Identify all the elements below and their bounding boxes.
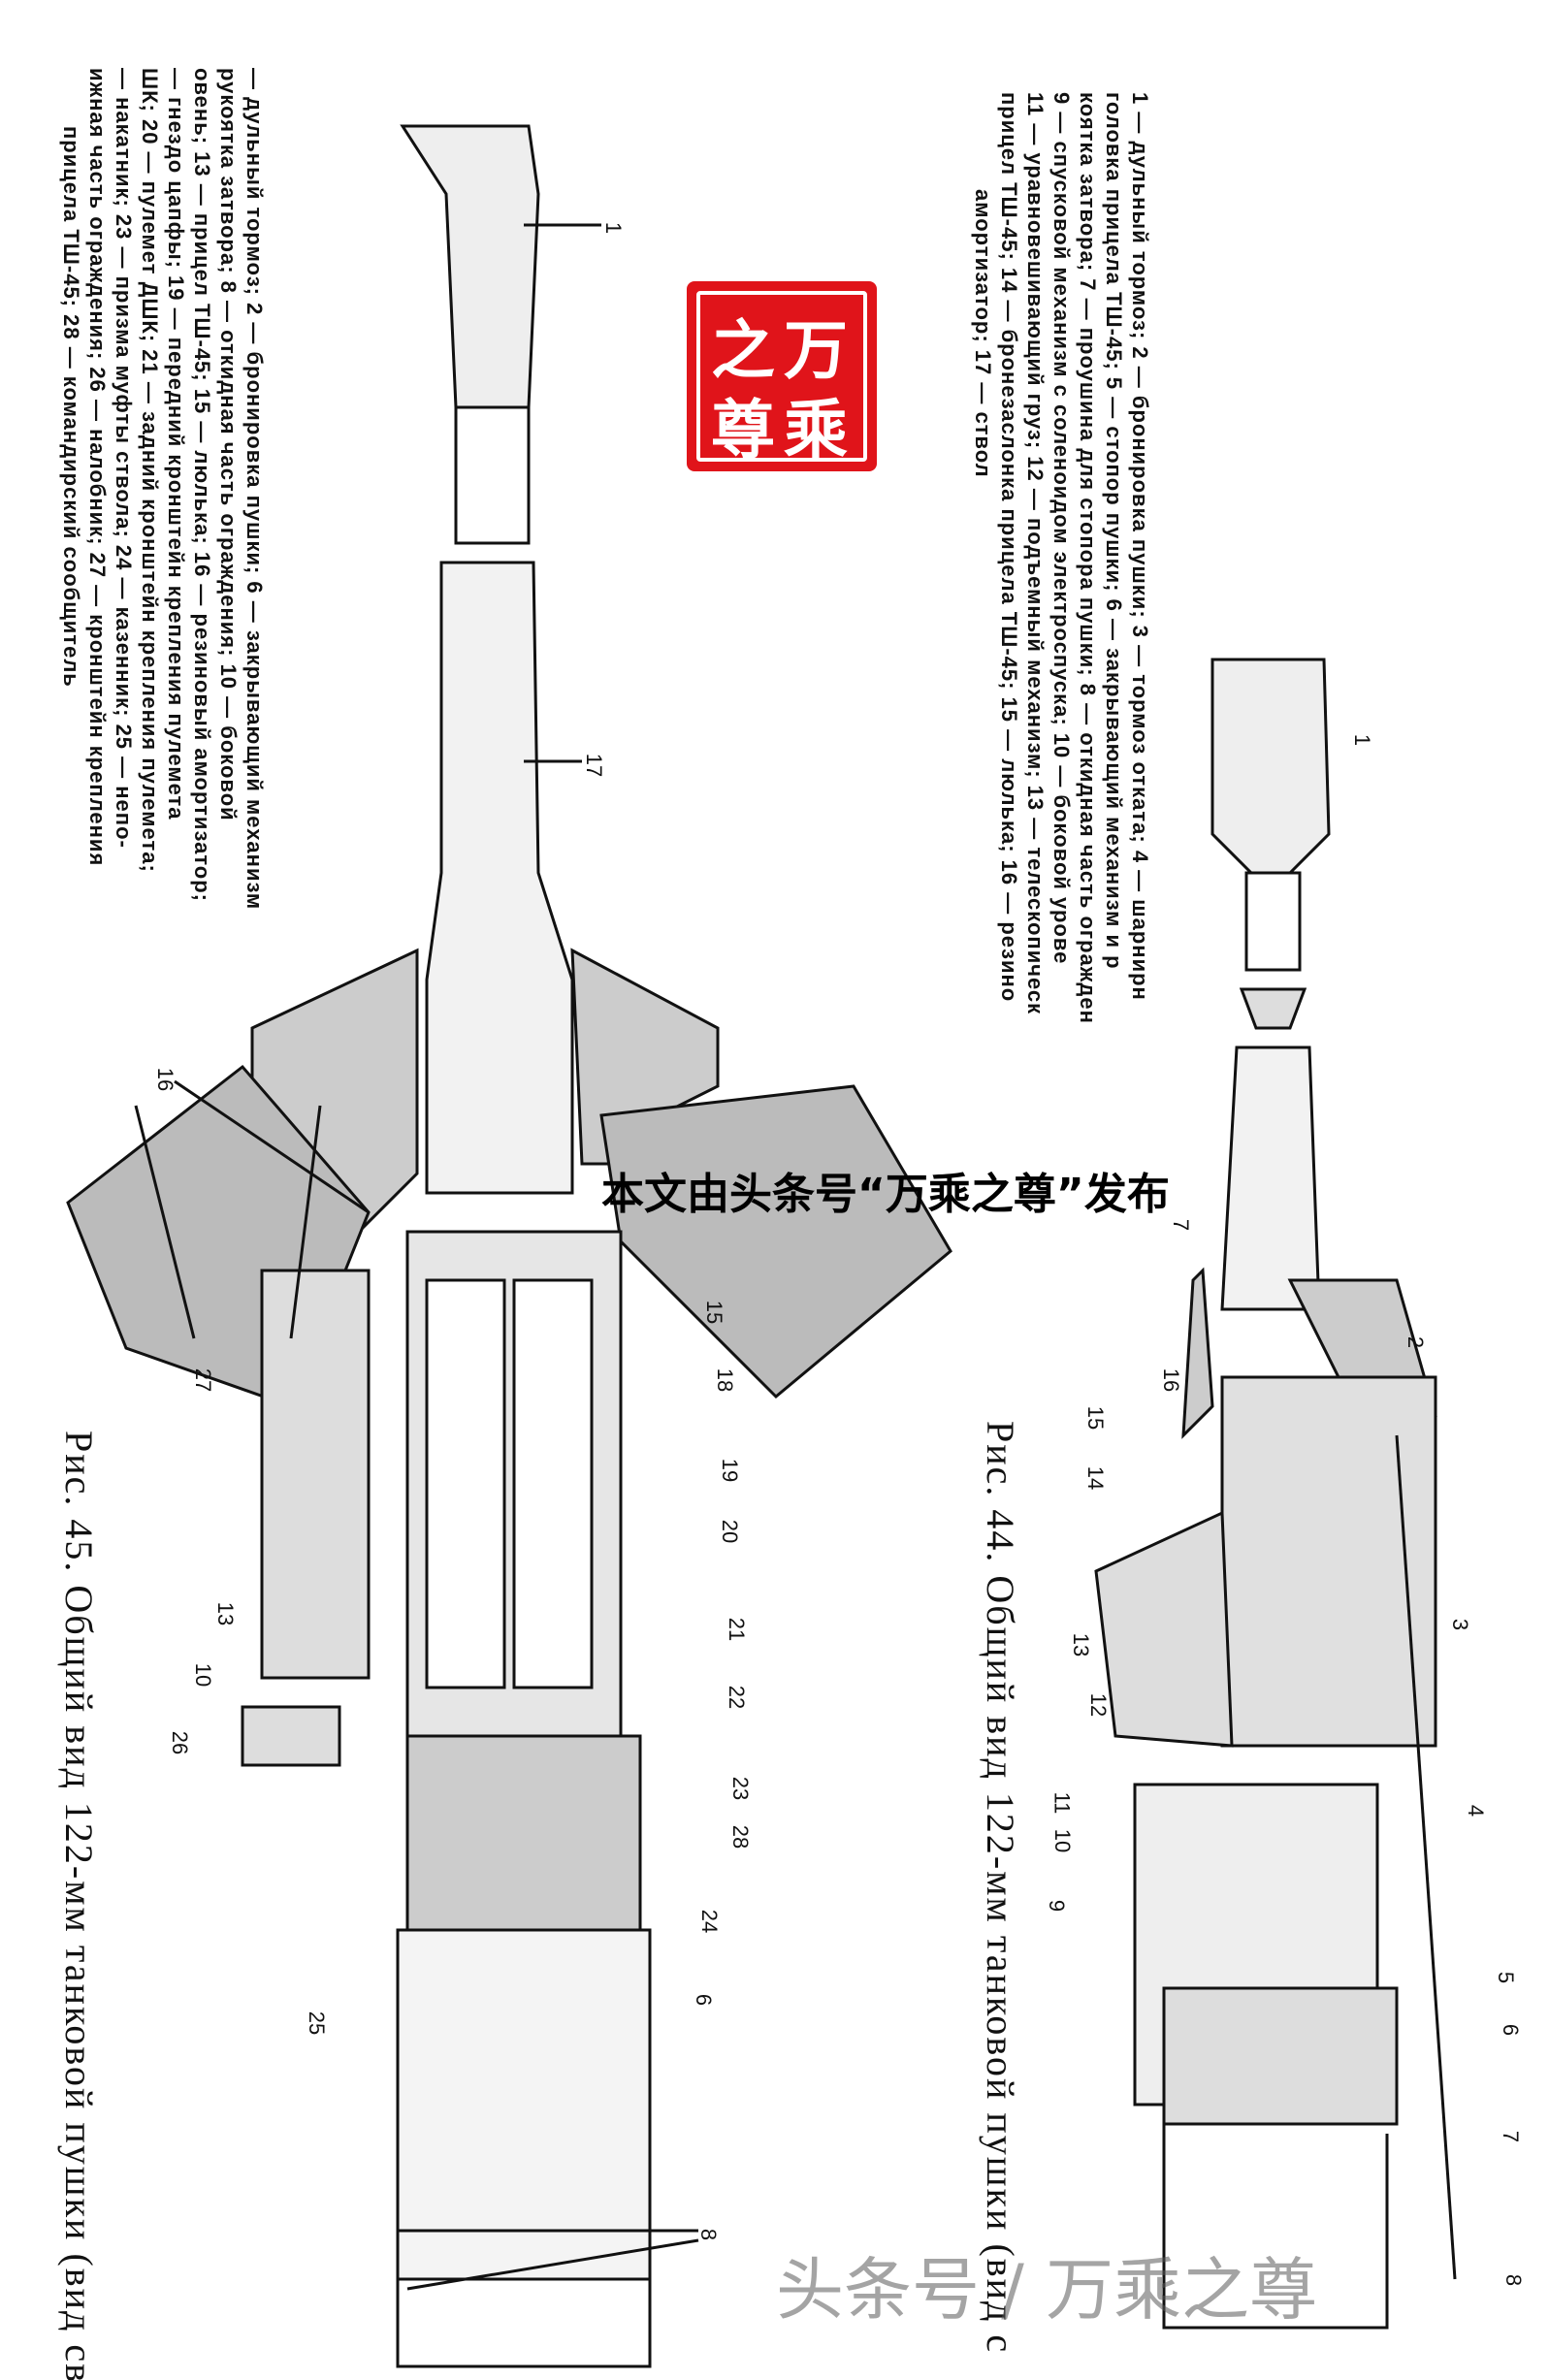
callout-label: 16	[153, 1067, 178, 1092]
callout-label: 4	[1464, 1804, 1489, 1817]
fig45-legend: — дульный тормоз; 2 — бронировка пушки; …	[58, 68, 268, 911]
callout-label: 25	[305, 2010, 330, 2036]
callout-label: 12	[1086, 1692, 1112, 1718]
red-seal-logo: 万 乘 之 尊	[687, 281, 877, 471]
legend-line: амортизатор; 17 — ствол	[971, 189, 995, 478]
legend-line: прицела ТШ-45; 28 — командирский сообщит…	[59, 126, 83, 688]
callout-label: 3	[1448, 1618, 1473, 1631]
callout-label: 20	[718, 1519, 743, 1544]
callout-label: 9	[1045, 1899, 1070, 1913]
callout-label: 8	[696, 2228, 722, 2241]
callout-label: 13	[213, 1601, 239, 1626]
legend-line: ижная часть ограждения; 26 — налобник; 2…	[85, 68, 110, 867]
bottom-watermark: 头条号 / 万乘之尊	[776, 2250, 1318, 2330]
legend-line: коятка затвора; 7 — проушина для стопора…	[1076, 92, 1100, 1024]
legend-line: овень; 13 — прицел ТШ-45; 15 — люлька; 1…	[190, 68, 214, 903]
callout-label: 1	[1350, 733, 1375, 747]
seal-char: 尊	[711, 392, 775, 467]
callout-label: 7	[1169, 1218, 1194, 1232]
callout-label: 23	[728, 1776, 754, 1801]
seal-char: 乘	[784, 392, 848, 467]
callout-label: 6	[1499, 2023, 1524, 2037]
callout-label: 27	[191, 1367, 216, 1393]
legend-line: 9 — спусковой механизм с соленоидом элек…	[1049, 92, 1074, 965]
callout-label: 15	[702, 1300, 727, 1325]
callout-label: 26	[168, 1730, 193, 1755]
legend-line: прицел ТШ-45; 14 — бронезаслонка прицела…	[997, 92, 1021, 1003]
fig45-caption: Рис. 45. Общий вид 122-мм танковой пушки…	[57, 1431, 101, 2380]
legend-line: — гнездо цапфы; 19 — передний кронштейн …	[164, 68, 188, 820]
callout-label: 17	[582, 753, 607, 778]
legend-line: — накатник; 23 — призма муфты ствола; 24…	[112, 68, 136, 849]
callout-label: 22	[725, 1685, 750, 1710]
callout-label: 16	[1159, 1367, 1184, 1393]
callout-label: 6	[692, 1993, 717, 2007]
legend-line: головка прицела ТШ-45; 5 — стопор пушки;…	[1102, 92, 1126, 970]
callout-label: 19	[718, 1458, 743, 1483]
callout-label: 10	[1050, 1828, 1076, 1853]
callout-label: 15	[1083, 1405, 1109, 1431]
legend-line: ШК; 20 — пулемет ДШК; 21 — задний кроншт…	[138, 68, 162, 873]
callout-label: 10	[191, 1662, 216, 1688]
callout-label: 21	[725, 1617, 750, 1642]
callout-label: 1	[601, 221, 627, 235]
callout-label: 18	[713, 1367, 738, 1393]
legend-line: рукоятка затвора; 8 — откидная часть огр…	[216, 68, 241, 821]
callout-label: 5	[1494, 1971, 1519, 1984]
callout-label: 28	[728, 1824, 754, 1849]
legend-line: 1 — дульный тормоз; 2 — бронировка пушки…	[1128, 92, 1152, 1001]
callout-label: 24	[697, 1909, 723, 1934]
callout-label: 11	[1049, 1791, 1075, 1815]
seal-char: 之	[711, 312, 775, 388]
fig44-legend: 1 — дульный тормоз; 2 — бронировка пушки…	[970, 92, 1153, 1159]
seal-char: 万	[784, 312, 848, 388]
fig45-drawing	[66, 124, 952, 2368]
fig44-caption: Рис. 44. Общий вид 122-мм танковой пушки…	[979, 1421, 1022, 2355]
callout-label: 8	[1501, 2273, 1527, 2287]
callout-label: 13	[1069, 1632, 1094, 1657]
legend-line: 11 — уравновешивающий груз; 12 — подъемн…	[1023, 92, 1048, 1015]
legend-line: — дульный тормоз; 2 — бронировка пушки; …	[242, 68, 267, 911]
callout-label: 14	[1083, 1465, 1109, 1491]
center-watermark: 本文由头条号“万乘之尊”发布	[601, 1170, 1170, 1219]
callout-label: 7	[1499, 2130, 1524, 2143]
callout-label: 2	[1404, 1335, 1429, 1349]
fig44-drawing	[1094, 658, 1457, 2330]
